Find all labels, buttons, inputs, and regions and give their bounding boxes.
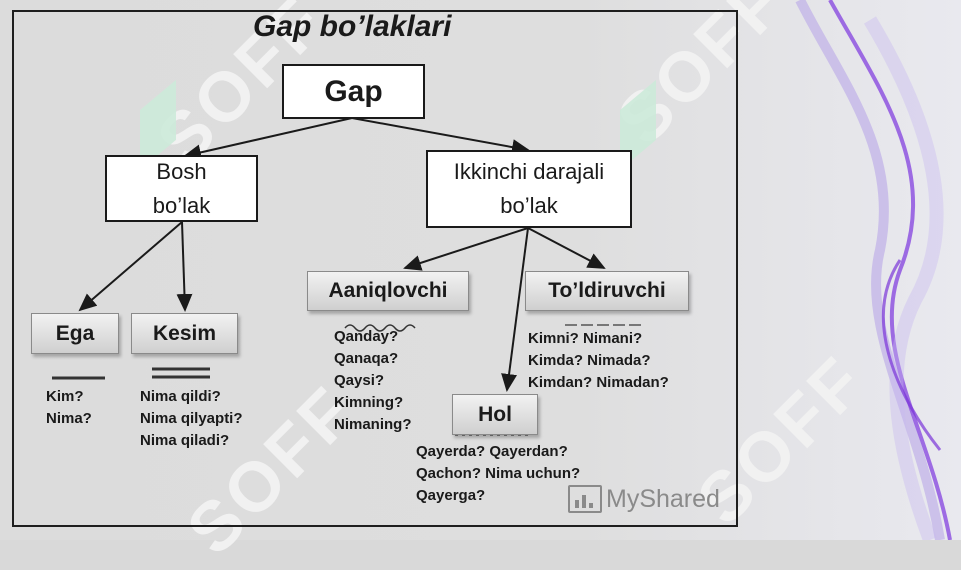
ega-questions: Kim? Nima?	[46, 386, 92, 430]
node-toldiruvchi: To’ldiruvchi	[525, 271, 689, 311]
node-gap-label: Gap	[324, 74, 383, 108]
arrow-gap-bosh	[183, 117, 353, 161]
node-hol-label: Hol	[478, 402, 512, 426]
question-item: Nima qiladi?	[140, 432, 230, 449]
node-bosh-bolak: Bosh bo’lak	[105, 155, 258, 222]
node-gap: Gap	[282, 64, 425, 119]
arrow-ikkinchi-aniqlovchi	[403, 227, 529, 271]
question-item: Nima?	[46, 410, 92, 427]
kesim-questions: Nima qildi? Nima qilyapti? Nima qiladi?	[140, 386, 243, 452]
node-ikkinchi-darajali-bolak: Ikkinchi darajali bo’lak	[426, 150, 632, 228]
question-item: Kimning?	[334, 394, 404, 411]
arrow-bosh-kesim	[176, 221, 193, 312]
node-aniqlovchi-label: Aaniqlovchi	[328, 279, 448, 302]
aniqlovchi-wavy-underline	[344, 324, 416, 332]
arrow-bosh-ega	[78, 221, 183, 312]
node-ikkinchi-label-line1: Ikkinchi darajali	[453, 159, 605, 184]
question-item: Qanaqa?	[334, 350, 399, 367]
question-item: Kimda? Nimada?	[528, 352, 651, 369]
arrow-ikkinchi-toldiruvchi	[527, 227, 606, 269]
toldiruvchi-questions: Kimni? Nimani? Kimda? Nimada? Kimdan? Ni…	[528, 328, 669, 394]
aniqlovchi-questions: Qanday? Qanaqa? Qaysi? Kimning? Nimaning…	[334, 326, 412, 436]
node-kesim-label: Kesim	[152, 321, 217, 345]
node-ega-label: Ega	[55, 321, 95, 345]
myshared-text: MyShared	[606, 484, 720, 513]
question-item: Qanday?	[334, 328, 399, 345]
question-item: Qayerda? Qayerdan?	[416, 443, 568, 460]
node-hol: Hol	[452, 394, 538, 435]
node-ikkinchi-label-line2: bo’lak	[500, 193, 558, 218]
question-item: Nimaning?	[334, 416, 412, 433]
hol-questions: Qayerda? Qayerdan? Qachon? Nima uchun? Q…	[416, 441, 580, 507]
slide-title: Gap bo’laklari	[253, 10, 452, 43]
question-item: Nima qilyapti?	[140, 410, 243, 427]
question-item: Kimdan? Nimadan?	[528, 374, 669, 391]
question-item: Qayerga?	[416, 487, 486, 504]
node-aniqlovchi: Aaniqlovchi	[307, 271, 469, 311]
node-kesim: Kesim	[131, 313, 238, 354]
presentation-board-icon	[568, 485, 602, 514]
node-ega: Ega	[31, 313, 119, 354]
purple-smoke-decoration	[795, 0, 952, 540]
question-item: Qaysi?	[334, 372, 385, 389]
question-item: Qachon? Nima uchun?	[416, 465, 581, 482]
node-bosh-label-line2: bo’lak	[152, 192, 211, 218]
question-item: Nima qildi?	[140, 388, 221, 405]
myshared-branding: MyShared	[568, 484, 720, 514]
node-bosh-label-line1: Bosh	[156, 158, 207, 184]
arrow-gap-ikkinchi	[351, 117, 530, 156]
question-item: Kim?	[46, 388, 84, 405]
question-item: Kimni? Nimani?	[528, 330, 643, 347]
arrow-ikkinchi-hol	[501, 227, 529, 392]
node-toldiruvchi-label: To’ldiruvchi	[548, 279, 666, 302]
diagram-frame	[12, 10, 738, 527]
